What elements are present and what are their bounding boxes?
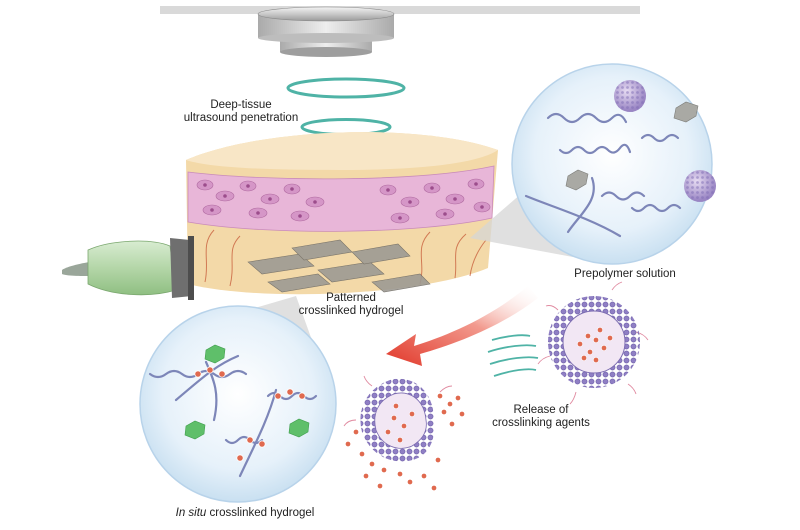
ultrasound-transducer <box>160 6 640 57</box>
label-ultrasound: Deep-tissue ultrasound penetration <box>166 99 316 125</box>
release-arrow <box>386 286 538 366</box>
label-release-line1: Release of <box>513 404 569 416</box>
prepolymer-bubble <box>511 63 716 265</box>
label-release: Release of crosslinking agents <box>486 404 596 430</box>
label-ultrasound-line2: ultrasound penetration <box>183 112 299 124</box>
label-prepolymer: Prepolymer solution <box>574 268 676 280</box>
label-patterned-line2: crosslinked hydrogel <box>298 305 404 317</box>
liposome-rupturing <box>343 375 465 491</box>
handheld-ultrasound-probe <box>62 236 194 300</box>
label-release-line2: crosslinking agents <box>492 417 590 429</box>
label-insitu-italic: In situ <box>175 507 207 519</box>
label-ultrasound-line1: Deep-tissue <box>210 99 272 111</box>
release-wave <box>487 334 539 377</box>
liposome-intact <box>537 281 649 405</box>
insitu-bubble <box>139 305 337 503</box>
label-insitu: In situ crosslinked hydrogel <box>160 507 330 520</box>
label-patterned: Patterned crosslinked hydrogel <box>286 292 416 318</box>
label-insitu-rest: crosslinked hydrogel <box>206 507 315 519</box>
label-patterned-line1: Patterned <box>326 292 376 304</box>
tissue-block <box>186 132 498 295</box>
